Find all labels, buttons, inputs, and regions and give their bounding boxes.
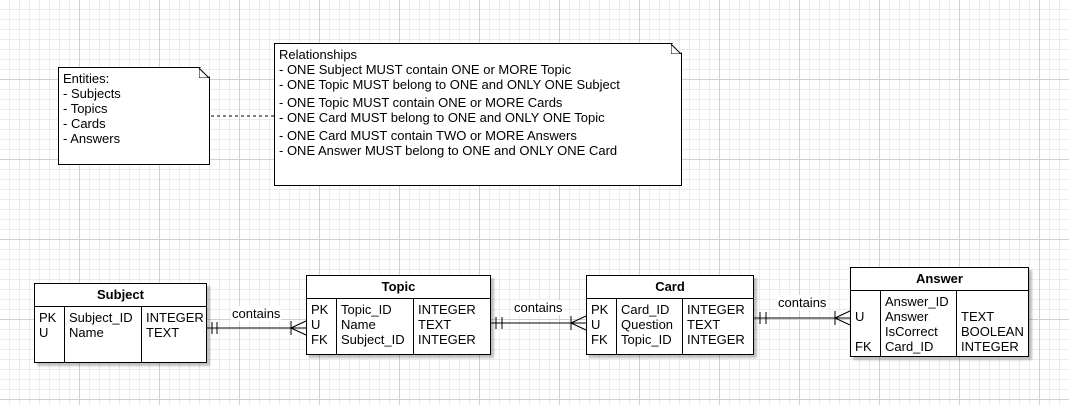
type-cell: TEXT bbox=[687, 317, 721, 332]
key-cell: FK bbox=[591, 332, 608, 347]
field-cell: Card_ID bbox=[621, 302, 670, 317]
field-cell: Answer_ID bbox=[885, 294, 949, 309]
key-cell: FK bbox=[855, 339, 872, 354]
note-line: - Topics bbox=[63, 101, 108, 116]
field-cell: Subject_ID bbox=[341, 332, 405, 347]
relation-card-answer bbox=[754, 310, 851, 326]
card-table[interactable]: Card PK U FK Card_ID Question Topic_ID I… bbox=[586, 275, 754, 355]
relation-topic-card bbox=[491, 315, 587, 331]
key-cell bbox=[855, 324, 880, 339]
note-line: - Answers bbox=[63, 131, 121, 146]
table-title: Card bbox=[587, 276, 753, 299]
type-cell: INTEGER bbox=[418, 332, 476, 347]
many-crowfoot-card bbox=[570, 315, 587, 324]
field-column: Answer_ID Answer IsCorrect Card_ID bbox=[880, 291, 956, 356]
note-fold-icon bbox=[671, 44, 681, 54]
key-column: PK U FK bbox=[587, 299, 616, 354]
note-line: - Cards bbox=[63, 116, 106, 131]
field-column: Card_ID Question Topic_ID bbox=[616, 299, 682, 354]
subject-table[interactable]: Subject PK U Subject_ID Name INTEGER TEX… bbox=[34, 283, 207, 363]
relation-subject-topic bbox=[207, 320, 307, 336]
field-cell: Card_ID bbox=[885, 339, 934, 354]
type-cell: INTEGER bbox=[687, 302, 745, 317]
type-cell: INTEGER bbox=[418, 302, 476, 317]
key-cell: U bbox=[855, 309, 865, 324]
type-cell: TEXT bbox=[418, 317, 452, 332]
key-cell: PK bbox=[311, 302, 329, 317]
note-line: - ONE Topic MUST contain ONE or MORE Car… bbox=[279, 95, 563, 110]
many-crowfoot-topic bbox=[290, 320, 307, 329]
type-column: INTEGER TEXT INTEGER bbox=[413, 299, 490, 354]
type-cell: INTEGER bbox=[146, 310, 204, 325]
key-cell: U bbox=[311, 317, 321, 332]
type-column: INTEGER TEXT bbox=[141, 307, 206, 362]
note-line: - ONE Answer MUST belong to ONE and ONLY… bbox=[279, 143, 618, 158]
type-cell: TEXT bbox=[961, 309, 995, 324]
note-line: - ONE Topic MUST belong to ONE and ONLY … bbox=[279, 77, 620, 92]
field-cell: Question bbox=[621, 317, 674, 332]
field-column: Subject_ID Name bbox=[64, 307, 141, 362]
type-cell: BOOLEAN bbox=[961, 324, 1024, 339]
field-column: Topic_ID Name Subject_ID bbox=[336, 299, 413, 354]
key-column: U FK bbox=[851, 291, 880, 356]
field-cell: Answer bbox=[885, 309, 929, 324]
field-cell: Name bbox=[69, 325, 104, 340]
note-line: - ONE Card MUST contain TWO or MORE Answ… bbox=[279, 128, 577, 143]
relation-label-card-answer: contains bbox=[777, 295, 828, 310]
entities-note[interactable]: Entities: - Subjects - Topics - Cards - … bbox=[58, 67, 210, 165]
note-line: Relationships bbox=[279, 47, 358, 62]
field-cell: Topic_ID bbox=[621, 332, 672, 347]
table-title: Answer bbox=[851, 268, 1028, 291]
table-title: Topic bbox=[307, 276, 490, 299]
relationships-note[interactable]: Relationships - ONE Subject MUST contain… bbox=[274, 43, 682, 186]
note-fold-icon bbox=[199, 68, 209, 78]
key-column: PK U FK bbox=[307, 299, 336, 354]
note-line: Entities: bbox=[63, 71, 110, 86]
type-cell bbox=[961, 294, 1028, 309]
key-cell bbox=[855, 294, 880, 309]
answer-table[interactable]: Answer U FK Answer_ID Answer IsCorrect C… bbox=[850, 267, 1029, 357]
key-cell: PK bbox=[39, 310, 57, 325]
relation-label-subject-topic: contains bbox=[231, 306, 282, 321]
key-cell: PK bbox=[591, 302, 609, 317]
field-cell: IsCorrect bbox=[885, 324, 938, 339]
type-cell: TEXT bbox=[146, 325, 180, 340]
type-cell: INTEGER bbox=[687, 332, 745, 347]
many-crowfoot-answer bbox=[834, 310, 851, 319]
note-line: - ONE Subject MUST contain ONE or MORE T… bbox=[279, 62, 572, 77]
key-cell: FK bbox=[311, 332, 328, 347]
type-column: TEXT BOOLEAN INTEGER bbox=[956, 291, 1028, 356]
key-cell: U bbox=[591, 317, 601, 332]
note-line: - ONE Card MUST belong to ONE and ONLY O… bbox=[279, 110, 605, 125]
field-cell: Subject_ID bbox=[69, 310, 133, 325]
table-title: Subject bbox=[35, 284, 206, 307]
type-column: INTEGER TEXT INTEGER bbox=[682, 299, 753, 354]
field-cell: Topic_ID bbox=[341, 302, 392, 317]
key-column: PK U bbox=[35, 307, 64, 362]
topic-table[interactable]: Topic PK U FK Topic_ID Name Subject_ID I… bbox=[306, 275, 491, 355]
key-cell: U bbox=[39, 325, 49, 340]
field-cell: Name bbox=[341, 317, 376, 332]
note-line: - Subjects bbox=[63, 86, 121, 101]
relation-label-topic-card: contains bbox=[513, 300, 564, 315]
type-cell: INTEGER bbox=[961, 339, 1019, 354]
